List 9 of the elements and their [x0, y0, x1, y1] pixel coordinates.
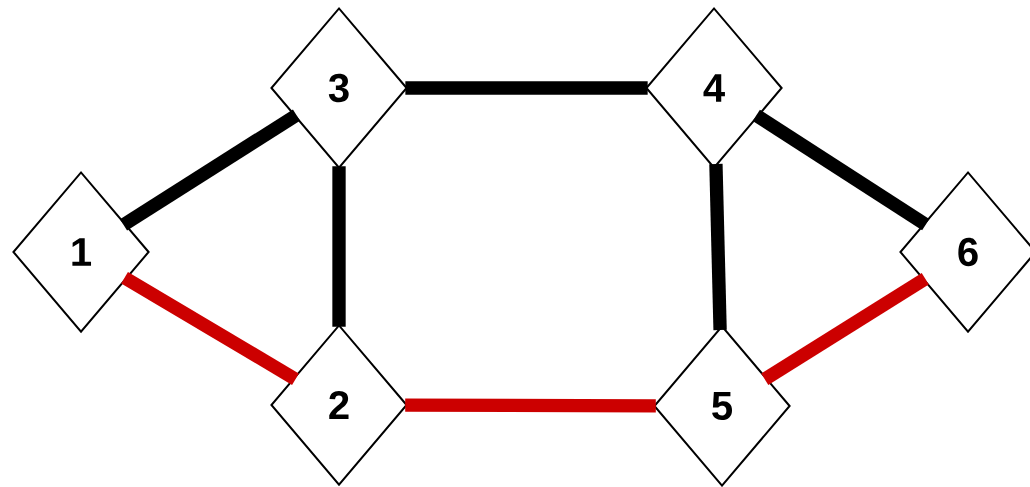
connector-line — [405, 81, 648, 95]
connector-line — [332, 166, 346, 327]
connector-line — [752, 109, 930, 231]
connector-line — [405, 398, 656, 413]
connector-line — [121, 272, 299, 385]
connector-line — [709, 163, 727, 331]
connector-line — [761, 273, 929, 385]
diamond-node: 5 — [653, 324, 791, 487]
connector-line — [119, 109, 301, 231]
